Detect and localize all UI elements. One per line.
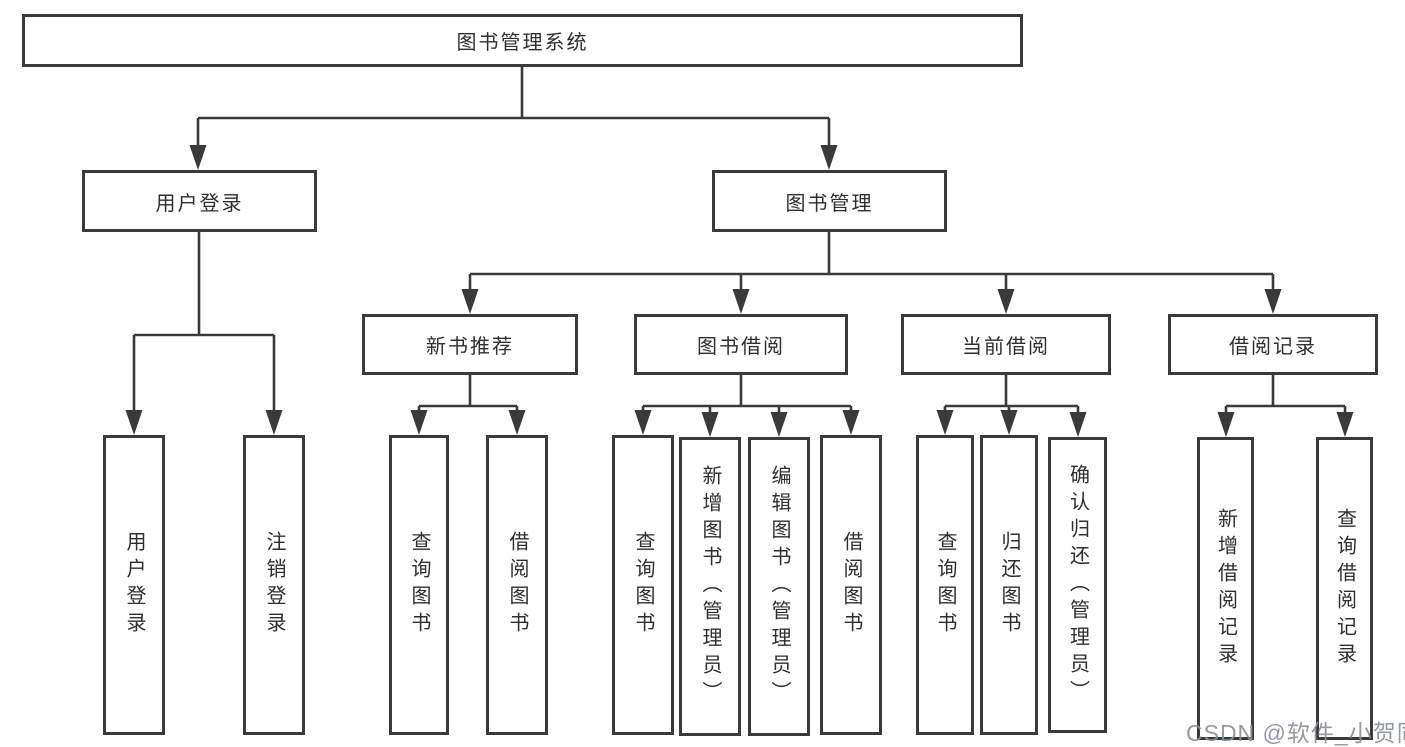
arrowhead-icon [936,410,954,435]
arrowhead-icon [1069,412,1087,437]
arrowhead-icon [508,410,526,435]
node-current-borrow: 当前借阅 [901,314,1111,375]
node-current-borrow-label: 当前借阅 [962,336,1050,358]
edge-group-root [189,67,838,170]
node-book-mgmt-label: 图书管理 [785,192,874,215]
arrowhead-icon [634,410,652,435]
arrowhead-icon [701,412,719,437]
node-book-mgmt: 图书管理 [712,170,947,232]
node-leaf-br-add-record: 新增借阅记录 [1197,437,1254,740]
arrowhead-icon [1264,289,1282,314]
arrowhead-icon [770,412,788,437]
node-user-login-label: 用户登录 [155,192,244,215]
node-leaf-nbr-borrow-book: 借阅图书 [486,435,548,735]
node-leaf-nbr-borrow-book-label: 借阅图书 [506,531,528,639]
arrowhead-icon [1217,412,1235,437]
node-leaf-cb-confirm-return: 确认归还（管理员） [1048,437,1107,733]
node-leaf-nbr-query-book: 查询图书 [389,435,449,735]
node-user-login: 用户登录 [82,170,317,232]
node-leaf-bb-edit-book: 编辑图书（管理员） [748,437,810,736]
edge-group-borrow-records [1217,375,1354,437]
node-borrow-records-label: 借阅记录 [1229,336,1317,358]
node-leaf-cb-return-book: 归还图书 [980,435,1038,735]
node-root-label: 图书管理系统 [456,32,589,54]
arrowhead-icon [732,289,750,314]
node-leaf-bb-query-book-label: 查询图书 [632,531,654,639]
node-leaf-cb-return-book-label: 归还图书 [998,531,1020,639]
arrowhead-icon [1000,410,1018,435]
node-leaf-cb-query-book-label: 查询图书 [934,531,956,639]
node-book-borrow-label: 图书借阅 [697,336,785,358]
arrowhead-icon [265,410,283,435]
node-new-book-rec: 新书推荐 [362,314,578,375]
csdn-watermark: CSDN @软件_小贺同学 [1186,720,1405,746]
node-borrow-records: 借阅记录 [1168,314,1378,375]
node-leaf-bb-query-book: 查询图书 [612,435,674,735]
arrowhead-icon [820,145,838,170]
arrowhead-icon [125,410,143,435]
node-leaf-logout-label: 注销登录 [263,531,285,639]
node-leaf-nbr-query-book-label: 查询图书 [408,531,430,639]
arrowhead-icon [1336,412,1354,437]
edge-group-new-book-rec [410,375,526,435]
arrowhead-icon [997,289,1015,314]
node-leaf-bb-borrow-book-label: 借阅图书 [840,531,862,639]
node-leaf-bb-edit-book-label: 编辑图书（管理员） [768,465,790,708]
edge-group-book-borrow [634,375,860,437]
node-leaf-bb-add-book-label: 新增图书（管理员） [699,465,721,708]
node-leaf-user-login: 用户登录 [103,435,165,735]
node-leaf-cb-confirm-return-label: 确认归还（管理员） [1066,463,1089,707]
node-new-book-rec-label: 新书推荐 [426,336,514,358]
node-leaf-bb-borrow-book: 借阅图书 [820,435,882,735]
edge-group-user-login [125,232,283,435]
node-root: 图书管理系统 [22,14,1023,67]
node-leaf-br-add-record-label: 新增借阅记录 [1214,507,1237,670]
node-leaf-user-login-label: 用户登录 [123,531,145,639]
node-leaf-br-query-record: 查询借阅记录 [1316,437,1373,740]
edge-group-book-mgmt [461,232,1282,314]
node-book-borrow: 图书借阅 [634,314,848,375]
arrowhead-icon [189,145,207,170]
arrowhead-icon [842,410,860,435]
edge-group-current-borrow [936,375,1087,437]
node-leaf-cb-query-book: 查询图书 [916,435,974,735]
node-leaf-logout: 注销登录 [243,435,305,735]
arrowhead-icon [410,410,428,435]
arrowhead-icon [461,289,479,314]
node-leaf-br-query-record-label: 查询借阅记录 [1333,507,1356,670]
node-leaf-bb-add-book: 新增图书（管理员） [679,437,741,736]
